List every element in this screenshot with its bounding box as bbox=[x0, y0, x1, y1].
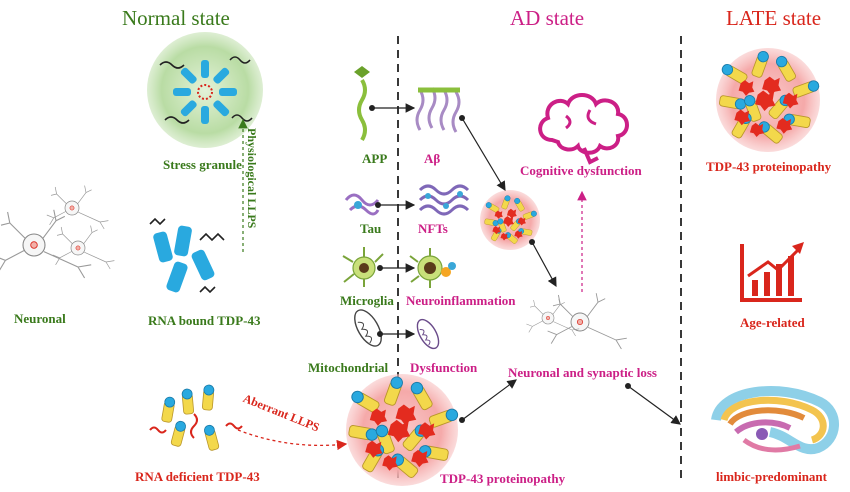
dysfunction-illustration bbox=[416, 318, 440, 350]
label-cognitive-dysfunction: Cognitive dysfunction bbox=[520, 163, 642, 178]
neuronal-loss-arrow-dot bbox=[625, 383, 631, 389]
late-aggregate bbox=[716, 48, 820, 152]
ad-bottom-aggregate bbox=[346, 374, 459, 486]
abeta-illustration bbox=[415, 87, 461, 133]
neuronal-loss-to-limbic-arrow bbox=[627, 385, 681, 425]
label-mitochondrial: Mitochondrial bbox=[308, 360, 389, 375]
label-nfts: NFTs bbox=[418, 221, 448, 236]
mitochondrial-illustration bbox=[354, 309, 382, 347]
tau-illustration bbox=[344, 193, 380, 216]
neuronal-illustration bbox=[0, 185, 115, 279]
abeta-arrow-dot bbox=[459, 115, 465, 121]
nfts-illustration bbox=[418, 184, 470, 216]
aggregate-to-neuron-arrow bbox=[531, 241, 557, 288]
label-limbic-predominant: limbic-predominant bbox=[716, 469, 827, 484]
ad-center-aggregate bbox=[480, 190, 540, 250]
label-microglia: Microglia bbox=[340, 293, 394, 308]
label-rna-bound-tdp43: RNA bound TDP-43 bbox=[148, 313, 261, 328]
rna-deficient-tdp43-illustration bbox=[149, 384, 243, 452]
label-late-tdp43-proteinopathy: TDP-43 proteinopathy bbox=[706, 159, 832, 174]
tau-arrow-dot bbox=[375, 202, 381, 208]
microglia-arrow-dot bbox=[377, 265, 383, 271]
stress-granule-illustration bbox=[147, 32, 263, 148]
header-ad-state: AD state bbox=[510, 6, 585, 30]
label-rna-deficient-tdp43: RNA deficient TDP-43 bbox=[135, 469, 260, 484]
header-late-state: LATE state bbox=[726, 6, 822, 30]
rising-chart-icon bbox=[740, 242, 804, 302]
limbic-brain-illustration bbox=[711, 386, 839, 455]
app-illustration bbox=[354, 66, 370, 142]
label-tau: Tau bbox=[360, 221, 382, 236]
label-ad-tdp43-proteinopathy: TDP-43 proteinopathy bbox=[440, 471, 566, 486]
mitochondrial-arrow-dot bbox=[377, 331, 383, 337]
label-stress-granule: Stress granule bbox=[163, 157, 242, 172]
label-neuronal-synaptic-loss: Neuronal and synaptic loss bbox=[508, 365, 657, 380]
header-normal-state: Normal state bbox=[122, 6, 230, 30]
abeta-to-aggregate-arrow bbox=[461, 117, 506, 192]
label-neuroinflammation: Neuroinflammation bbox=[406, 293, 516, 308]
label-dysfunction: Dysfunction bbox=[410, 360, 478, 375]
label-app: APP bbox=[362, 151, 388, 166]
label-neuronal: Neuronal bbox=[14, 311, 66, 326]
rna-bound-tdp43-illustration bbox=[149, 217, 225, 294]
bottom-aggregate-arrow-dot bbox=[459, 417, 465, 423]
ad-neuron-illustration bbox=[526, 292, 628, 350]
aberrant-llps-arrow bbox=[237, 429, 348, 451]
microglia-illustration bbox=[342, 247, 384, 287]
aggregate-to-neuronal-loss-arrow bbox=[461, 379, 517, 421]
app-arrow-dot bbox=[369, 105, 375, 111]
label-physiological-llps: Physiological LLPS bbox=[245, 128, 259, 229]
label-abeta: Aβ bbox=[424, 151, 441, 166]
brain-icon bbox=[538, 93, 629, 165]
neuroinflammation-illustration bbox=[409, 248, 456, 288]
aggregate-arrow-dot bbox=[529, 239, 535, 245]
label-age-related: Age-related bbox=[740, 315, 805, 330]
